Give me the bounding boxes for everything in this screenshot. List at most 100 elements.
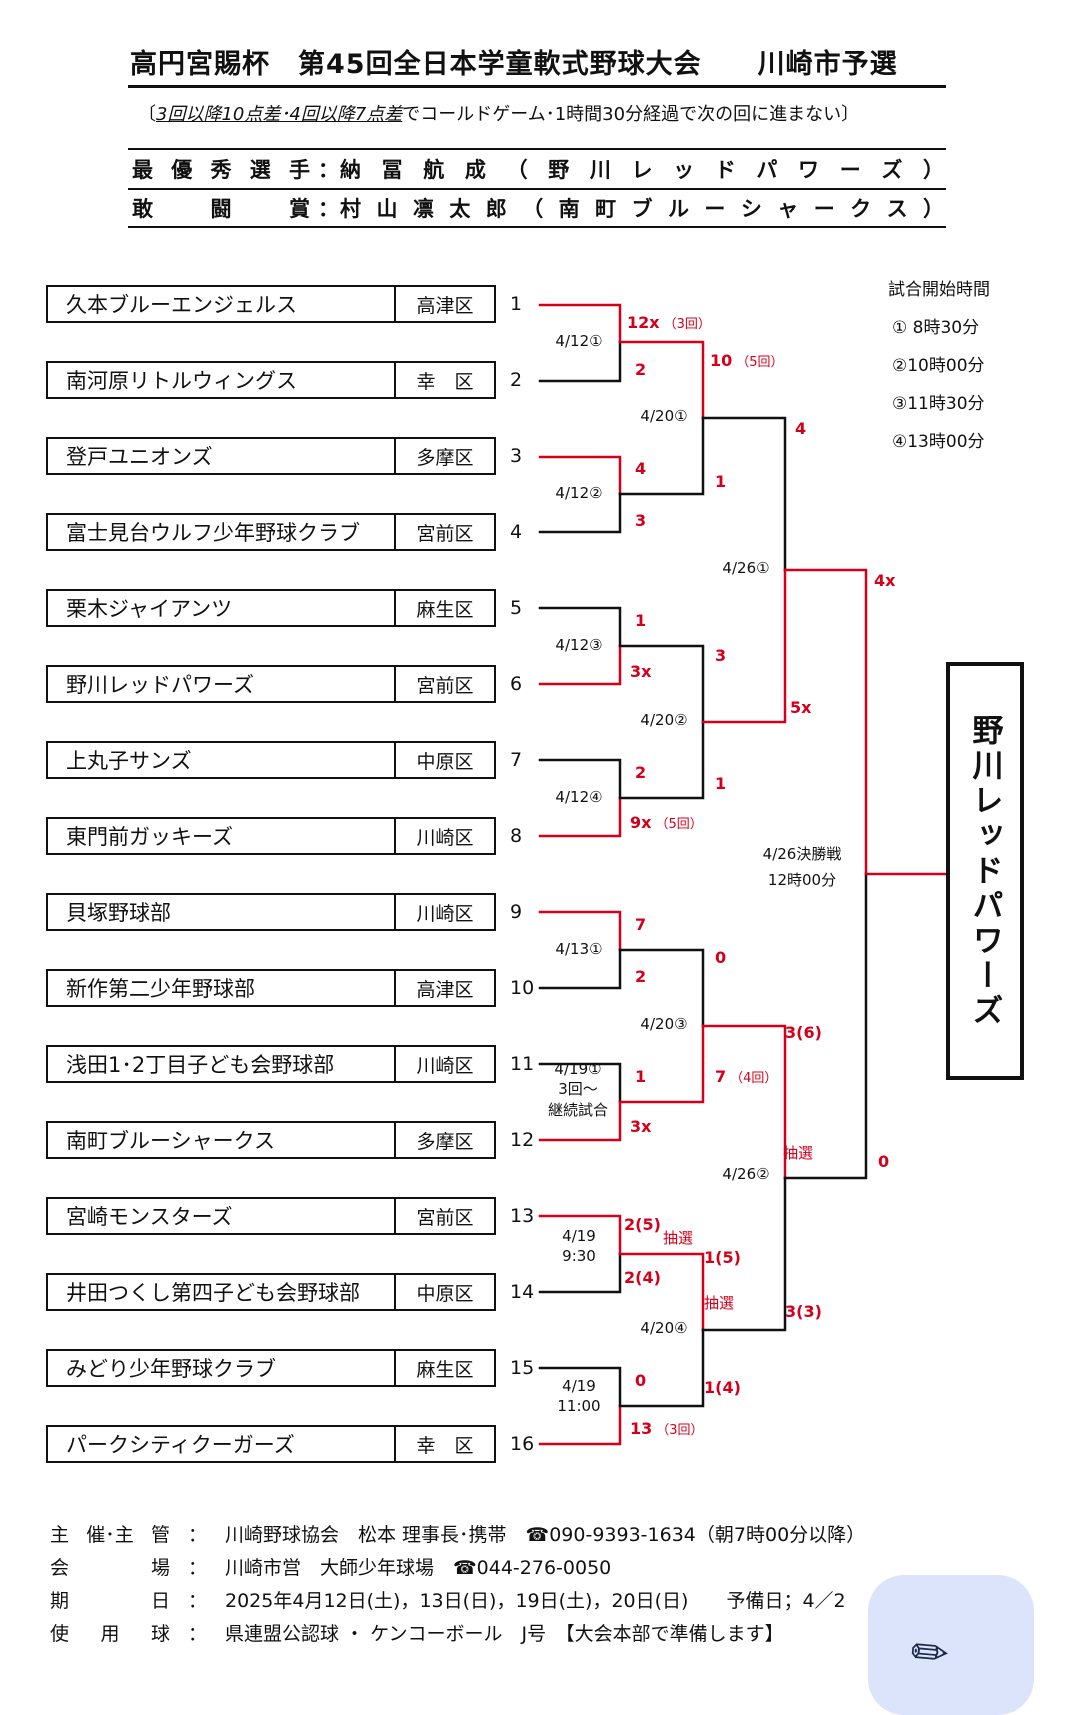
footer-dates-value: 2025年4月12日(土)，13日(日)，19日(土)，20日(日) 予備日；4… [225, 1590, 846, 1612]
footer-venue-value: 川崎市営 大師少年球場 ☎044-276-0050 [225, 1557, 612, 1579]
match-date: 4/13① [555, 940, 603, 958]
awards-rule-top [128, 148, 946, 150]
team-12: 南町ブルーシャークス 多摩区 [46, 1121, 496, 1159]
champion-box: 野川レッドパワーズ [946, 662, 1024, 1080]
team-3: 登戸ユニオンズ多摩区 [46, 437, 496, 475]
seed-number: 11 [510, 1053, 535, 1075]
team-name: 久本ブルーエンジェルス [66, 293, 297, 317]
start-time-item: ① 8時30分 [892, 318, 980, 338]
seed-number: 16 [510, 1433, 535, 1455]
team-name: みどり少年野球クラブ [66, 1357, 276, 1381]
match-date: 4/12② [555, 484, 603, 502]
team-name: 浅田1･2丁目子ども会野球部 [66, 1053, 335, 1077]
team-ward: 高津区 [394, 287, 494, 321]
score-label: 0 [635, 1371, 647, 1390]
seed-number: 12 [510, 1129, 535, 1151]
match-date: 4/26② [722, 1165, 770, 1183]
award-fighting-label: 敢闘賞 [132, 197, 310, 221]
team-ward: 幸 区 [394, 1427, 494, 1461]
edit-fab-button[interactable] [868, 1575, 1034, 1715]
team-1: 久本ブルーエンジェルス 高津区 [46, 285, 496, 323]
score-label: 3x [630, 662, 652, 681]
team-name: 東門前ガッキーズ [66, 825, 233, 849]
team-ward: 宮前区 [394, 667, 494, 701]
footer-ball: 使用球 ： 県連盟公認球 ・ ケンコーボール J号 【大会本部で準備します】 [50, 1619, 784, 1646]
rules-note-rest: でコールドゲーム･1時間30分経過で次の回に進まない〕 [402, 104, 860, 125]
score-label: 3 [715, 646, 727, 665]
match-date: 4/19 9:30 [562, 1227, 596, 1266]
team-ward: 川崎区 [394, 1047, 494, 1081]
team-ward: 多摩区 [394, 1123, 494, 1157]
award-fighting-spirit: 敢闘賞 ： 村山凛太郎（南町ブルーシャークス） [132, 193, 944, 223]
score-label: 3(6) [785, 1023, 822, 1042]
seed-number: 13 [510, 1205, 535, 1227]
score-label: 9x（5回） [630, 813, 703, 832]
seed-number: 9 [510, 901, 523, 923]
team-name: 登戸ユニオンズ [66, 445, 213, 469]
match-date: 4/20② [640, 711, 688, 729]
start-time-legend-title: 試合開始時間 [888, 280, 990, 300]
team-9: 貝塚野球部川崎区 [46, 893, 496, 931]
team-name: パークシティクーガーズ [66, 1433, 295, 1457]
award-fighting-value: 村山凛太郎（南町ブルーシャークス） [340, 197, 944, 221]
match-date: 4/19 11:00 [557, 1377, 601, 1416]
score-label: 7（4回） [715, 1067, 778, 1086]
score-label: 2 [635, 967, 647, 986]
score-label: 1 [715, 472, 727, 491]
seed-number: 10 [510, 977, 535, 999]
team-5: 栗木ジャイアンツ麻生区 [46, 589, 496, 627]
team-2: 南河原リトルウィングス 幸 区 [46, 361, 496, 399]
team-10: 新作第二少年野球部 高津区 [46, 969, 496, 1007]
score-label: 2(5) [624, 1215, 661, 1234]
match-date: 4/26① [722, 559, 770, 577]
score-label: 3(3) [785, 1302, 822, 1321]
match-date: 4/12④ [555, 788, 603, 806]
match-date: 4/20① [640, 407, 688, 425]
match-date: 4/20③ [640, 1015, 688, 1033]
start-time-item: ③11時30分 [892, 394, 985, 414]
score-label: 0 [715, 948, 727, 967]
score-label: 1(5) [704, 1248, 741, 1267]
score-label: 13（3回） [630, 1419, 704, 1438]
score-label: 2 [635, 360, 647, 379]
score-label: 4x [874, 571, 896, 590]
score-label: 1(4) [704, 1378, 741, 1397]
seed-number: 6 [510, 673, 523, 695]
start-time-item: ②10時00分 [892, 356, 985, 376]
rules-note-underlined: 3回以降10点差･4回以降7点差 [156, 104, 403, 125]
score-label: 3x [630, 1117, 652, 1136]
score-label: 1 [635, 611, 647, 630]
match-date: 4/12① [555, 332, 603, 350]
team-ward: 幸 区 [394, 363, 494, 397]
team-7: 上丸子サンズ中原区 [46, 741, 496, 779]
team-ward: 高津区 [394, 971, 494, 1005]
footer-dates: 期日 ： 2025年4月12日(土)，13日(日)，19日(土)，20日(日) … [50, 1586, 846, 1613]
team-ward: 宮前区 [394, 1199, 494, 1233]
score-label: 7 [635, 915, 647, 934]
team-name: 井田つくし第四子ども会野球部 [66, 1281, 360, 1305]
team-name: 南町ブルーシャークス [66, 1129, 275, 1153]
team-ward: 中原区 [394, 1275, 494, 1309]
score-label: 2 [635, 763, 647, 782]
team-name: 富士見台ウルフ少年野球クラブ [66, 521, 360, 545]
score-label: 2(4) [624, 1268, 661, 1287]
team-8: 東門前ガッキーズ川崎区 [46, 817, 496, 855]
match-date: 4/12③ [555, 636, 603, 654]
team-name: 上丸子サンズ [66, 749, 192, 773]
team-11: 浅田1･2丁目子ども会野球部 川崎区 [46, 1045, 496, 1083]
team-name: 南河原リトルウィングス [66, 369, 297, 393]
team-ward: 宮前区 [394, 515, 494, 549]
champion-name: 野川レッドパワーズ [966, 713, 1003, 1029]
start-time-item: ④13時00分 [892, 432, 985, 452]
lottery-label: 抽選 [783, 1144, 814, 1162]
awards-rule-bottom [128, 226, 946, 228]
team-name: 貝塚野球部 [66, 901, 171, 925]
team-name: 新作第二少年野球部 [66, 977, 255, 1001]
match-date: 4/20④ [640, 1319, 688, 1337]
score-label: 5x [790, 698, 812, 717]
score-label: 1 [635, 1067, 647, 1086]
team-ward: 麻生区 [394, 591, 494, 625]
seed-number: 14 [510, 1281, 535, 1303]
awards-rule-mid [128, 188, 946, 190]
score-label: 4 [795, 419, 807, 438]
